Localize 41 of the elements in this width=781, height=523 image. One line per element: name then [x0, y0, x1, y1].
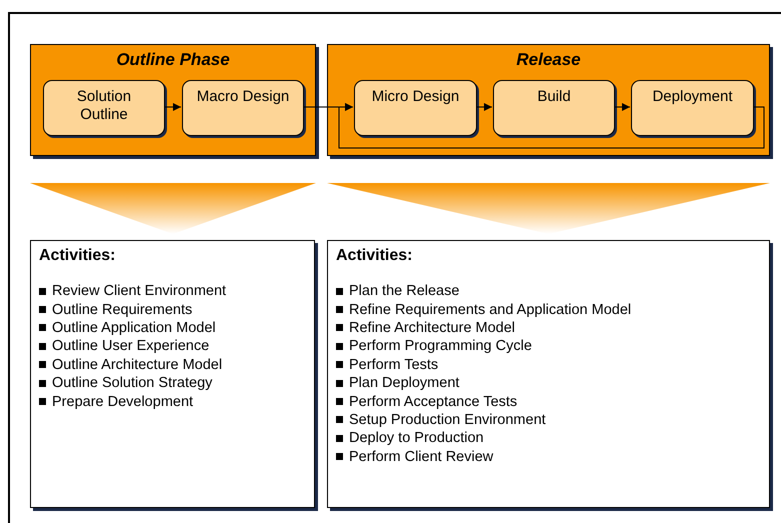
activity-item: Perform Programming Cycle: [349, 337, 532, 356]
funnel-shape: [327, 183, 770, 234]
activity-item: Prepare Development: [52, 392, 194, 411]
step-label: Solution Outline: [76, 88, 132, 124]
step-label: Deployment: [652, 88, 733, 106]
activity-item: Deploy to Production: [349, 429, 484, 448]
activity-item: Refine Architecture Model: [349, 318, 516, 337]
activity-item: Outline User Experience: [52, 337, 210, 356]
activity-item: Plan the Release: [349, 282, 460, 300]
step-label: Build: [537, 88, 571, 106]
activity-item: Perform Client Review: [349, 448, 494, 466]
arrow: [338, 103, 764, 148]
panel-heading: Activities:: [39, 246, 116, 266]
phase-title: Release: [515, 50, 582, 70]
phase-panel: [30, 44, 316, 156]
step-label: Macro Design: [196, 88, 290, 106]
activity-item: Perform Acceptance Tests: [349, 392, 518, 411]
step-box: [493, 80, 615, 136]
activities-panel: [30, 240, 315, 508]
arrow: [476, 103, 492, 111]
phase-title: Outline Phase: [115, 50, 231, 70]
step-box: [631, 80, 754, 136]
arrow: [164, 103, 182, 111]
activity-item: Outline Application Model: [52, 318, 216, 337]
activities-panel: [327, 240, 770, 508]
panel-heading: Activities:: [336, 246, 414, 266]
step-label: Micro Design: [372, 88, 460, 106]
activity-item: Setup Production Environment: [349, 410, 546, 429]
arrow: [614, 103, 630, 111]
phase-panel: [327, 44, 770, 156]
activity-item: Perform Tests: [349, 356, 438, 374]
activity-item: Outline Solution Strategy: [52, 374, 212, 392]
step-box: [354, 80, 477, 136]
activity-item: Outline Architecture Model: [52, 356, 222, 374]
activity-item: Review Client Environment: [52, 282, 226, 300]
activity-item: Outline Requirements: [52, 300, 192, 319]
activity-item: Refine Requirements and Application Model: [349, 300, 632, 319]
funnel-shape: [30, 183, 316, 234]
step-box: [182, 80, 304, 136]
activity-item: Plan Deployment: [349, 374, 460, 392]
step-box: [43, 80, 165, 136]
